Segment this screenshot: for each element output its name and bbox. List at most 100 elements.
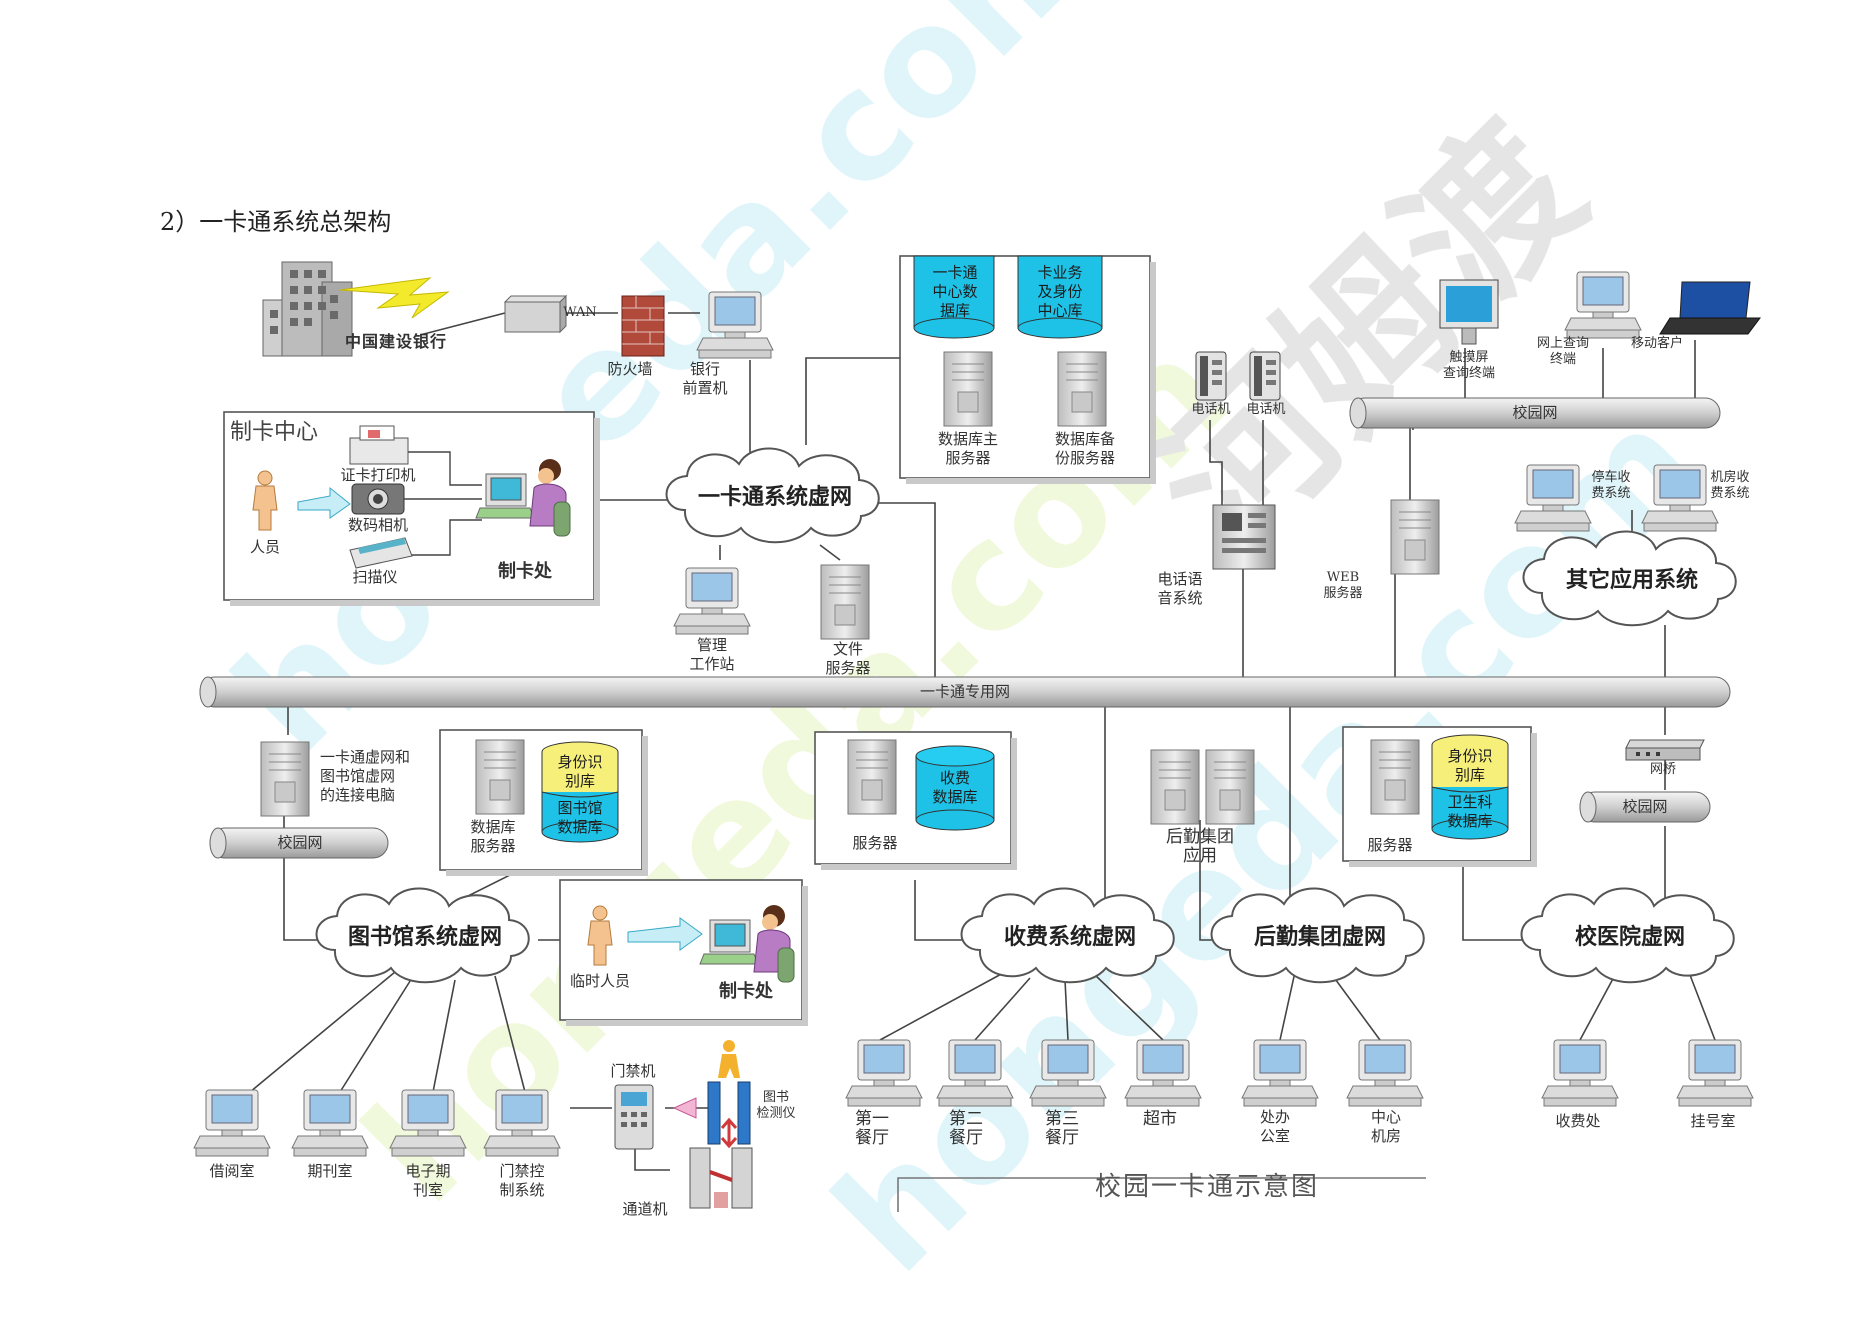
terminal-supermarket-icon <box>1124 1039 1202 1107</box>
db-main-server-icon <box>943 351 993 427</box>
terminal-canteen-3-icon <box>1029 1039 1107 1107</box>
logistics-server-1-icon <box>1150 749 1200 825</box>
router-icon <box>503 294 568 334</box>
admin-workstation-icon <box>673 567 751 635</box>
bus-campus-top-label: 校园网 <box>1512 403 1558 422</box>
gateway-label: 网桥 <box>1649 762 1677 777</box>
bus-campus-left <box>209 827 389 859</box>
bus-dedicated-label: 一卡通专用网 <box>919 682 1011 701</box>
ivr-label: 电话语 音系统 <box>1157 570 1203 607</box>
library-database-icon <box>541 741 619 843</box>
health-db-label: 卫生科 数据库 <box>1447 793 1493 830</box>
logistics-app-label: 后勤集团 应用 <box>1166 827 1234 866</box>
cloud-other-apps-label: 其它应用系统 <box>1565 567 1699 593</box>
query-terminal-icon <box>1564 271 1642 339</box>
central-database-icon <box>913 255 995 339</box>
card-office-label: 制卡处 <box>498 561 552 582</box>
phone-2-label: 电话机 <box>1246 402 1286 417</box>
hospital-server-icon <box>1370 739 1420 815</box>
terminal-supermarket-label: 超市 <box>1143 1109 1177 1129</box>
fee-server-label: 服务器 <box>852 834 898 852</box>
section-heading: 2）一卡通系统总架构 <box>160 208 392 236</box>
web-server-label: WEB 服务器 <box>1323 570 1363 601</box>
gateway-icon <box>1625 739 1705 761</box>
bank-front-pc-icon <box>696 291 774 359</box>
library-db-server-label: 数据库 服务器 <box>470 818 516 855</box>
card-printer-label: 证卡打印机 <box>340 466 416 484</box>
hospital-server-label: 服务器 <box>1367 836 1413 854</box>
bank-name: 中国建设银行 <box>345 332 448 351</box>
terminal-canteen-1-label: 第一 餐厅 <box>855 1109 889 1148</box>
bridge-computer-icon <box>260 741 310 817</box>
fee-db-label: 收费 数据库 <box>932 769 978 806</box>
terminal-canteen-2-icon <box>936 1039 1014 1107</box>
terminal-access-control-label: 门禁控 制系统 <box>499 1162 545 1199</box>
mobile-client-label: 移动客户 <box>1630 336 1684 351</box>
terminal-journal-label: 期刊室 <box>307 1162 353 1180</box>
fee-server-icon <box>847 739 897 815</box>
web-server-icon <box>1390 499 1440 575</box>
machine-room-label: 机房收 费系统 <box>1710 470 1750 501</box>
parking-system-icon <box>1514 464 1592 532</box>
door-machine-icon <box>614 1084 654 1150</box>
phone-2-icon <box>1249 351 1281 401</box>
terminal-borrow-label: 借阅室 <box>209 1162 255 1180</box>
bridge-computer-label: 一卡通虚网和 图书馆虚网 的连接电脑 <box>320 748 411 804</box>
door-machine-label: 门禁机 <box>610 1062 656 1080</box>
diagram-caption: 校园一卡通示意图 <box>1095 1172 1320 1202</box>
caption-frame <box>897 1177 1426 1212</box>
logistics-server-2-icon <box>1205 749 1255 825</box>
cloud-logistics-label: 后勤集团虚网 <box>1253 924 1387 950</box>
terminal-registration-icon <box>1676 1039 1754 1107</box>
bus-campus-top <box>1349 397 1721 429</box>
lightning-icon <box>339 277 450 319</box>
card-center-title: 制卡中心 <box>230 420 319 445</box>
query-terminal-label: 网上查询 终端 <box>1536 336 1590 367</box>
identity-database-icon <box>1017 255 1103 339</box>
terminal-center-room-icon <box>1346 1039 1424 1107</box>
cloud-library-label: 图书馆系统虚网 <box>347 924 503 950</box>
terminal-borrow-icon <box>193 1089 271 1157</box>
central-db-label: 一卡通 中心数 据库 <box>932 263 978 320</box>
bus-dedicated <box>199 676 1731 708</box>
library-db-server-icon <box>475 739 525 815</box>
camera-icon <box>351 483 405 515</box>
bus-campus-right <box>1579 791 1711 823</box>
parking-system-label: 停车收 费系统 <box>1591 470 1631 501</box>
terminal-office-icon <box>1241 1039 1319 1107</box>
temp-person-label: 临时人员 <box>569 972 631 990</box>
terminal-center-room-label: 中心 机房 <box>1370 1108 1402 1145</box>
terminal-ejournal-label: 电子期 刊室 <box>405 1162 451 1199</box>
terminal-journal-icon <box>291 1089 369 1157</box>
flow-arrow-icon <box>297 486 351 519</box>
library-db-label: 图书馆 数据库 <box>557 799 603 836</box>
terminal-ejournal-icon <box>389 1089 467 1157</box>
touch-screen-label: 触摸屏 查询终端 <box>1442 350 1496 381</box>
person-label: 人员 <box>249 538 281 556</box>
terminal-access-control-icon <box>483 1089 561 1157</box>
book-detector-label: 图书 检测仪 <box>756 1090 796 1121</box>
phone-1-icon <box>1195 351 1227 401</box>
firewall-label: 防火墙 <box>607 360 653 378</box>
file-server-icon <box>820 564 870 640</box>
ivr-system-icon <box>1212 504 1276 570</box>
camera-label: 数码相机 <box>347 516 409 534</box>
admin-workstation-label: 管理 工作站 <box>689 636 735 673</box>
terminal-cashier-icon <box>1541 1039 1619 1107</box>
laptop-icon <box>1659 281 1761 335</box>
fee-database-icon <box>915 745 995 831</box>
detector-arrow-icon <box>672 1097 697 1119</box>
cloud-fee-label: 收费系统虚网 <box>1003 924 1137 950</box>
terminal-canteen-1-icon <box>845 1039 923 1107</box>
terminal-canteen-3-label: 第三 餐厅 <box>1045 1109 1079 1148</box>
file-server-label: 文件 服务器 <box>825 640 871 677</box>
cloud-hospital-label: 校医院虚网 <box>1574 924 1686 950</box>
terminal-registration-label: 挂号室 <box>1690 1112 1736 1130</box>
db-backup-server-icon <box>1057 351 1107 427</box>
scanner-label: 扫描仪 <box>352 568 398 586</box>
terminal-cashier-label: 收费处 <box>1555 1112 1601 1130</box>
identity-db-label-library: 身份识 别库 <box>557 753 603 790</box>
book-detector-icon <box>707 1040 751 1149</box>
temp-flow-arrow-icon <box>627 917 703 951</box>
